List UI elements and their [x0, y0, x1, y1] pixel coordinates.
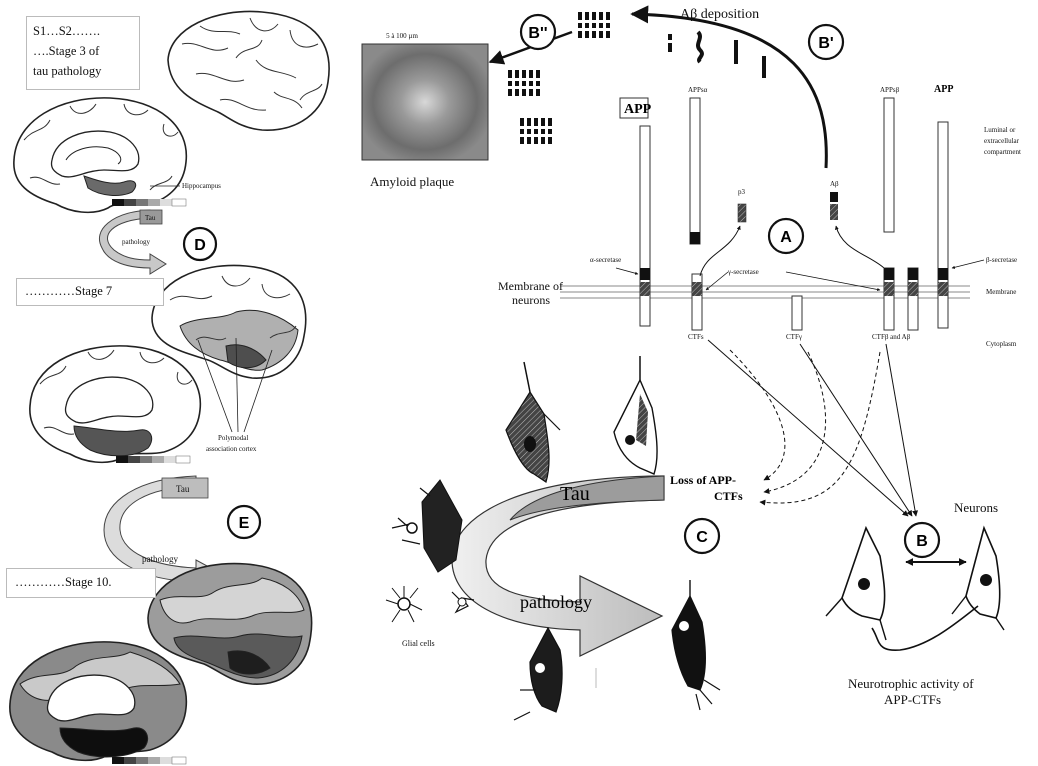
ctfg-label: CTFγ	[786, 333, 802, 341]
brain-medial-stage3	[14, 98, 186, 212]
plaque-scale-label: 5 à 100 µm	[386, 32, 418, 40]
glial-cell-1	[386, 586, 422, 622]
scale-bar-stage10	[112, 757, 186, 764]
stage3-line1: S1…S2…….	[33, 21, 133, 41]
luminal-label-1: Luminal or	[984, 126, 1016, 134]
app-left-label: APP	[624, 102, 652, 117]
neurotrophic-label-1: Neurotrophic activity of	[848, 676, 974, 691]
tau-label-c: Tau	[560, 483, 590, 505]
luminal-label-3: compartment	[984, 148, 1021, 156]
pathology-label-d: pathology	[122, 238, 150, 246]
polymodal-label-2: association cortex	[206, 445, 257, 453]
brain-medial-stage10	[10, 642, 187, 760]
beta-secretase-label: β-secretase	[986, 256, 1017, 264]
cytoplasm-label: Cytoplasm	[986, 340, 1017, 348]
tau-pathology-arrow-d: Tau pathology	[99, 210, 166, 274]
axon-link	[872, 606, 978, 650]
loss-app-ctfs-1: Loss of APP-	[670, 473, 736, 487]
membrane-of-neurons-2: neurons	[512, 293, 550, 307]
p3-label: p3	[738, 188, 746, 196]
ctfg-molecule	[792, 296, 802, 330]
stage-10-label-box: …………Stage 10.	[6, 568, 156, 598]
circle-e: E	[228, 506, 260, 538]
ctfs-label: CTFs	[688, 333, 704, 341]
app-beta-molecule	[884, 98, 894, 232]
app-alpha-label: APPsα	[688, 86, 708, 94]
pathology-label-e: pathology	[142, 554, 178, 564]
app-beta-label: APPsβ	[880, 86, 900, 94]
gamma-secretase-label: γ-secretase	[727, 268, 759, 276]
app-alpha-molecule	[690, 98, 700, 244]
stage10-label: …………Stage 10.	[15, 575, 147, 590]
svg-text:A: A	[780, 229, 792, 246]
stage7-label: …………Stage 7	[25, 284, 155, 299]
ctfb-ab-label: CTFβ and Aβ	[872, 333, 911, 341]
circle-b-prime: B'	[809, 25, 843, 59]
svg-text:B'': B''	[528, 25, 547, 42]
pathology-label-c: pathology	[520, 592, 592, 612]
tangle-neuron-top-left	[506, 362, 560, 482]
luminal-label-2: extracellular	[984, 137, 1020, 145]
tangle-neuron-left-cluster	[392, 480, 462, 572]
stage-3-label-box: S1…S2……. ….Stage 3 of tau pathology	[26, 16, 140, 90]
tangle-neuron-bottom-right	[672, 580, 720, 710]
svg-text:D: D	[194, 237, 206, 254]
svg-text:E: E	[239, 515, 250, 532]
glial-cells-label: Glial cells	[402, 639, 435, 648]
abeta-label: Aβ	[830, 180, 839, 188]
circle-b-double: B''	[521, 15, 555, 49]
membrane-of-neurons-1: Membrane of	[498, 279, 563, 293]
scale-bar-stage7	[116, 456, 190, 463]
neurotrophic-label-2: APP-CTFs	[884, 692, 941, 707]
svg-text:B': B'	[818, 35, 833, 52]
stage3-line3: tau pathology	[33, 61, 133, 81]
brain-lateral-stage3	[168, 11, 329, 130]
circle-b: B	[905, 523, 939, 557]
brain-medial-stage7	[30, 346, 201, 462]
membrane-compartment-label: Membrane	[986, 288, 1016, 296]
polymodal-label-1: Polymodal	[218, 434, 248, 442]
alpha-secretase-label: α-secretase	[590, 256, 621, 264]
tangle-neuron-bottom-left	[514, 628, 562, 720]
svg-text:C: C	[696, 529, 708, 546]
abeta-deposition-label: Aβ deposition	[680, 7, 759, 22]
tau-pathology-arrow-c: Tau pathology	[452, 476, 664, 656]
neurons-label: Neurons	[954, 500, 998, 515]
circle-a: A	[769, 219, 803, 253]
amyloid-plaque-image	[362, 44, 488, 160]
scale-bar-stage3	[112, 199, 186, 206]
svg-text:B: B	[916, 533, 928, 550]
amyloid-plaque-caption: Amyloid plaque	[370, 174, 454, 189]
app-right-label: APP	[934, 84, 953, 95]
neuron-right	[952, 528, 1004, 630]
ctf-loss-dashed-arrows	[730, 350, 880, 503]
tau-label-e: Tau	[176, 484, 190, 494]
neuron-left	[826, 528, 886, 640]
circle-d: D	[184, 228, 216, 260]
stage3-line2: ….Stage 3 of	[33, 41, 133, 61]
tangle-neuron-top-right	[614, 356, 657, 474]
stage-7-label-box: …………Stage 7	[16, 278, 164, 306]
abeta-deposition-arrow	[632, 14, 826, 168]
tau-label-d: Tau	[145, 214, 156, 222]
circle-c: C	[685, 519, 719, 553]
hippocampus-label: Hippocampus	[182, 182, 221, 190]
app-right-molecule	[938, 122, 948, 328]
loss-app-ctfs-2: CTFs	[714, 489, 743, 503]
